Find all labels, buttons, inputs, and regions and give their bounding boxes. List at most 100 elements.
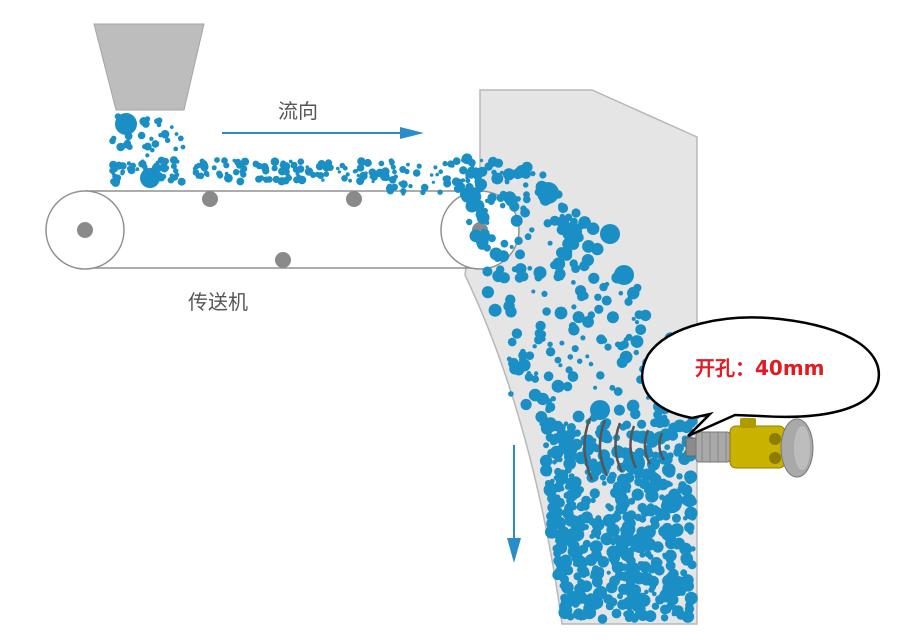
particle [664,549,677,562]
particle [447,160,455,168]
particle [475,178,487,191]
particle [539,454,553,468]
particle [595,523,601,528]
particle [515,249,525,260]
particle [352,169,357,174]
particle [641,572,647,578]
particle [649,583,657,590]
particle [173,168,179,174]
particle [290,164,295,168]
particle [554,467,562,476]
particle [461,189,474,203]
particle [647,553,654,560]
particle [670,523,684,537]
particle [630,533,650,553]
particle [437,189,443,195]
particle [461,153,473,165]
particle [561,250,573,261]
particle [554,458,559,463]
particle [606,311,619,324]
pulley-hub-left [77,222,93,238]
particle [491,169,497,175]
particle [490,252,495,257]
particle [525,351,535,361]
particle [668,422,680,434]
particle [587,311,595,319]
particle [211,165,217,171]
particle [497,195,503,202]
particle [177,177,186,186]
particle [380,172,389,181]
particle [566,528,579,541]
particle [599,282,608,292]
particle [605,457,615,467]
idler-roller [275,252,291,268]
particle [442,160,448,167]
particle [672,606,682,616]
particle [680,569,688,577]
particle [111,171,116,176]
particle [647,564,657,574]
opening-size-label: 开孔：40mm [695,356,825,380]
particle [494,273,501,279]
particle [593,385,598,390]
flow-arrow-horizontal [222,127,424,139]
particle [236,177,245,186]
particle [571,208,581,218]
particle [416,163,422,169]
particle [589,518,597,525]
particle [631,488,644,501]
particle [559,213,565,220]
particle [558,274,564,281]
particle [539,171,547,179]
particle [378,160,385,167]
particle [601,534,607,540]
particle [545,406,552,414]
particle [653,415,667,428]
particle [590,566,604,581]
particle [205,173,210,178]
particle [540,464,553,477]
particle [568,473,575,479]
particle [573,240,579,246]
particle [576,567,582,573]
particle [408,183,413,189]
particle [216,170,223,177]
idler-roller [346,191,362,207]
particle [613,492,620,499]
particle [622,420,632,430]
particle [625,585,638,598]
particle [169,125,174,129]
particle [613,387,623,396]
particle [596,334,606,345]
particle [481,286,494,299]
particle [560,486,565,492]
particle [594,304,604,314]
particle [341,175,348,182]
particle [571,504,577,511]
particle [671,513,681,523]
particle [145,153,150,158]
particle [406,162,410,167]
particle [625,333,633,341]
particle [580,335,586,341]
particle [359,171,368,181]
particle [161,173,167,180]
particle [599,474,607,481]
particle [401,191,406,196]
particle [520,398,532,411]
particle [363,158,372,167]
particle [644,589,649,595]
particle [564,213,573,222]
particle [296,165,305,173]
particle [544,480,552,487]
particle [569,259,578,268]
particle [497,250,510,263]
particle [180,144,186,150]
particle [602,435,610,444]
particle [651,451,660,460]
particle [657,595,664,601]
particle [601,295,612,306]
particle [285,174,292,182]
